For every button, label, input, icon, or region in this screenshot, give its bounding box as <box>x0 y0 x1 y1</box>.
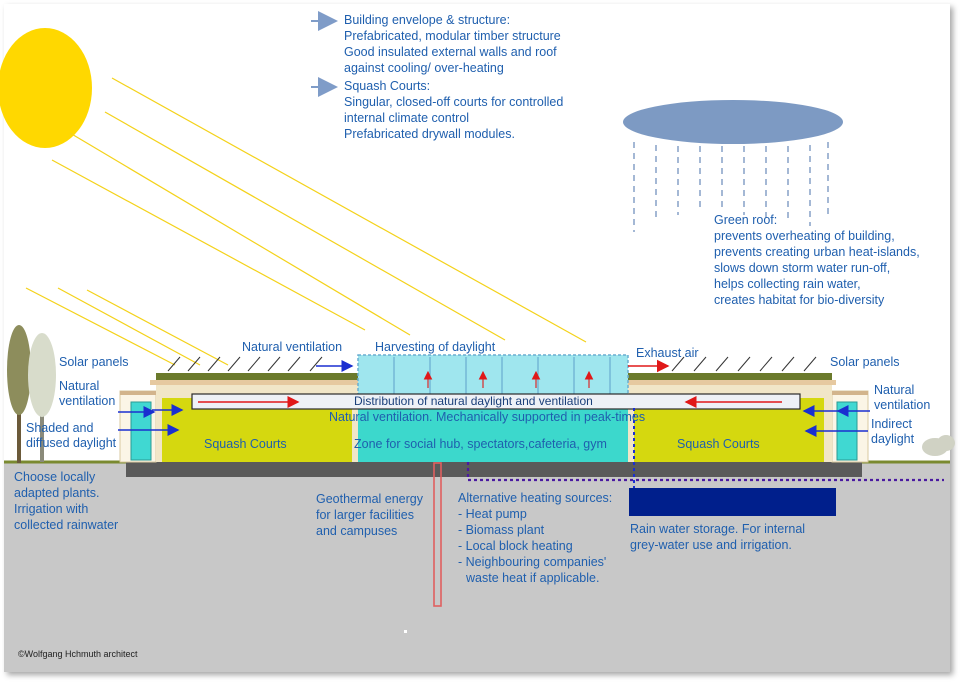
indirect-daylight-label: daylight <box>871 432 915 446</box>
alt-heating-item: waste heat if applicable. <box>466 571 600 585</box>
rain-drops <box>633 142 829 232</box>
envelope-note-line: Prefabricated, modular timber structure <box>344 29 561 43</box>
alt-heating-title: Alternative heating sources: <box>458 491 613 505</box>
skylight <box>357 354 629 399</box>
alt-heating-item: - Biomass plant <box>458 523 545 537</box>
green-roof-line: prevents overheating of building, <box>714 229 895 243</box>
shaded-daylight-label: Shaded and <box>26 421 94 435</box>
skylight-updraft-arrows <box>423 370 594 388</box>
foundation-slab <box>126 462 862 477</box>
green-roof-line: creates habitat for bio-diversity <box>714 293 885 307</box>
natural-ventilation-right-label: Natural <box>874 383 915 397</box>
courts-note-line: internal climate control <box>344 111 470 125</box>
courts-note-line: Singular, closed-off courts for controll… <box>344 95 564 109</box>
ventilation-arrows <box>118 360 870 437</box>
rain-water-tank <box>629 488 836 516</box>
shaded-daylight-label: diffused daylight <box>26 436 117 450</box>
courts-note-title: Squash Courts: <box>344 79 431 93</box>
social-hub-label: Zone for social hub, spectators,cafeteri… <box>354 437 607 451</box>
geothermal-note: and campuses <box>316 524 398 538</box>
distribution-band <box>191 393 801 410</box>
envelope-note-line: against cooling/ over-heating <box>344 61 504 75</box>
window-left <box>130 401 152 461</box>
sun <box>0 28 92 148</box>
exhaust-air-label: Exhaust air <box>636 346 699 360</box>
solar-panels-right-label: Solar panels <box>830 355 900 369</box>
solar-panels-right <box>671 356 817 372</box>
credit: ©Wolfgang Hchmuth architect <box>18 649 138 659</box>
solar-panels-left <box>167 356 323 372</box>
geothermal-note: Geothermal energy <box>316 492 424 506</box>
green-roof-line: prevents creating urban heat-islands, <box>714 245 920 259</box>
alt-heating-item: - Local block heating <box>458 539 573 553</box>
distribution-label: Distribution of natural daylight and ven… <box>354 394 593 408</box>
natural-ventilation-left-label: Natural <box>59 379 100 393</box>
harvesting-daylight-label: Harvesting of daylight <box>375 340 496 354</box>
envelope-note-line: Good insulated external walls and roof <box>344 45 557 59</box>
geothermal-note: for larger facilities <box>316 508 414 522</box>
plants-note: Irrigation with <box>14 502 89 516</box>
solar-panels-left-label: Solar panels <box>59 355 129 369</box>
sun-rays <box>25 77 587 366</box>
geothermal-pipe <box>433 462 442 607</box>
green-roof-line: helps collecting rain water, <box>714 277 861 291</box>
envelope-note-title: Building envelope & structure: <box>344 13 511 27</box>
natural-ventilation-top-label: Natural ventilation <box>242 340 343 354</box>
alt-heating-item: - Neighbouring companies' <box>458 555 607 569</box>
shrub <box>922 435 955 456</box>
alt-heating-item: - Heat pump <box>458 507 527 521</box>
skylight-mullions <box>393 357 611 397</box>
rain-cloud <box>623 100 843 144</box>
drainage-line <box>466 462 944 482</box>
natural-ventilation-right-label: ventilation <box>874 398 931 412</box>
squash-courts-left-label: Squash Courts <box>204 437 287 451</box>
rain-storage-note: grey-water use and irrigation. <box>630 538 792 552</box>
natural-ventilation-left-label: ventilation <box>59 394 116 408</box>
indirect-daylight-label: Indirect <box>871 417 912 431</box>
ventilation-mechanical-label: Natural ventilation. Mechanically suppor… <box>329 410 646 424</box>
plants-note: collected rainwater <box>14 518 119 532</box>
green-roof-title: Green roof: <box>714 213 778 227</box>
rain-storage-note: Rain water storage. For internal <box>630 522 806 536</box>
green-roof-line: slows down storm water run-off, <box>714 261 891 275</box>
plants-note: adapted plants. <box>14 486 100 500</box>
trees <box>7 325 56 463</box>
plants-note: Choose locally <box>14 470 96 484</box>
courts-note-line: Prefabricated drywall modules. <box>344 127 515 141</box>
squash-courts-right-label: Squash Courts <box>677 437 760 451</box>
